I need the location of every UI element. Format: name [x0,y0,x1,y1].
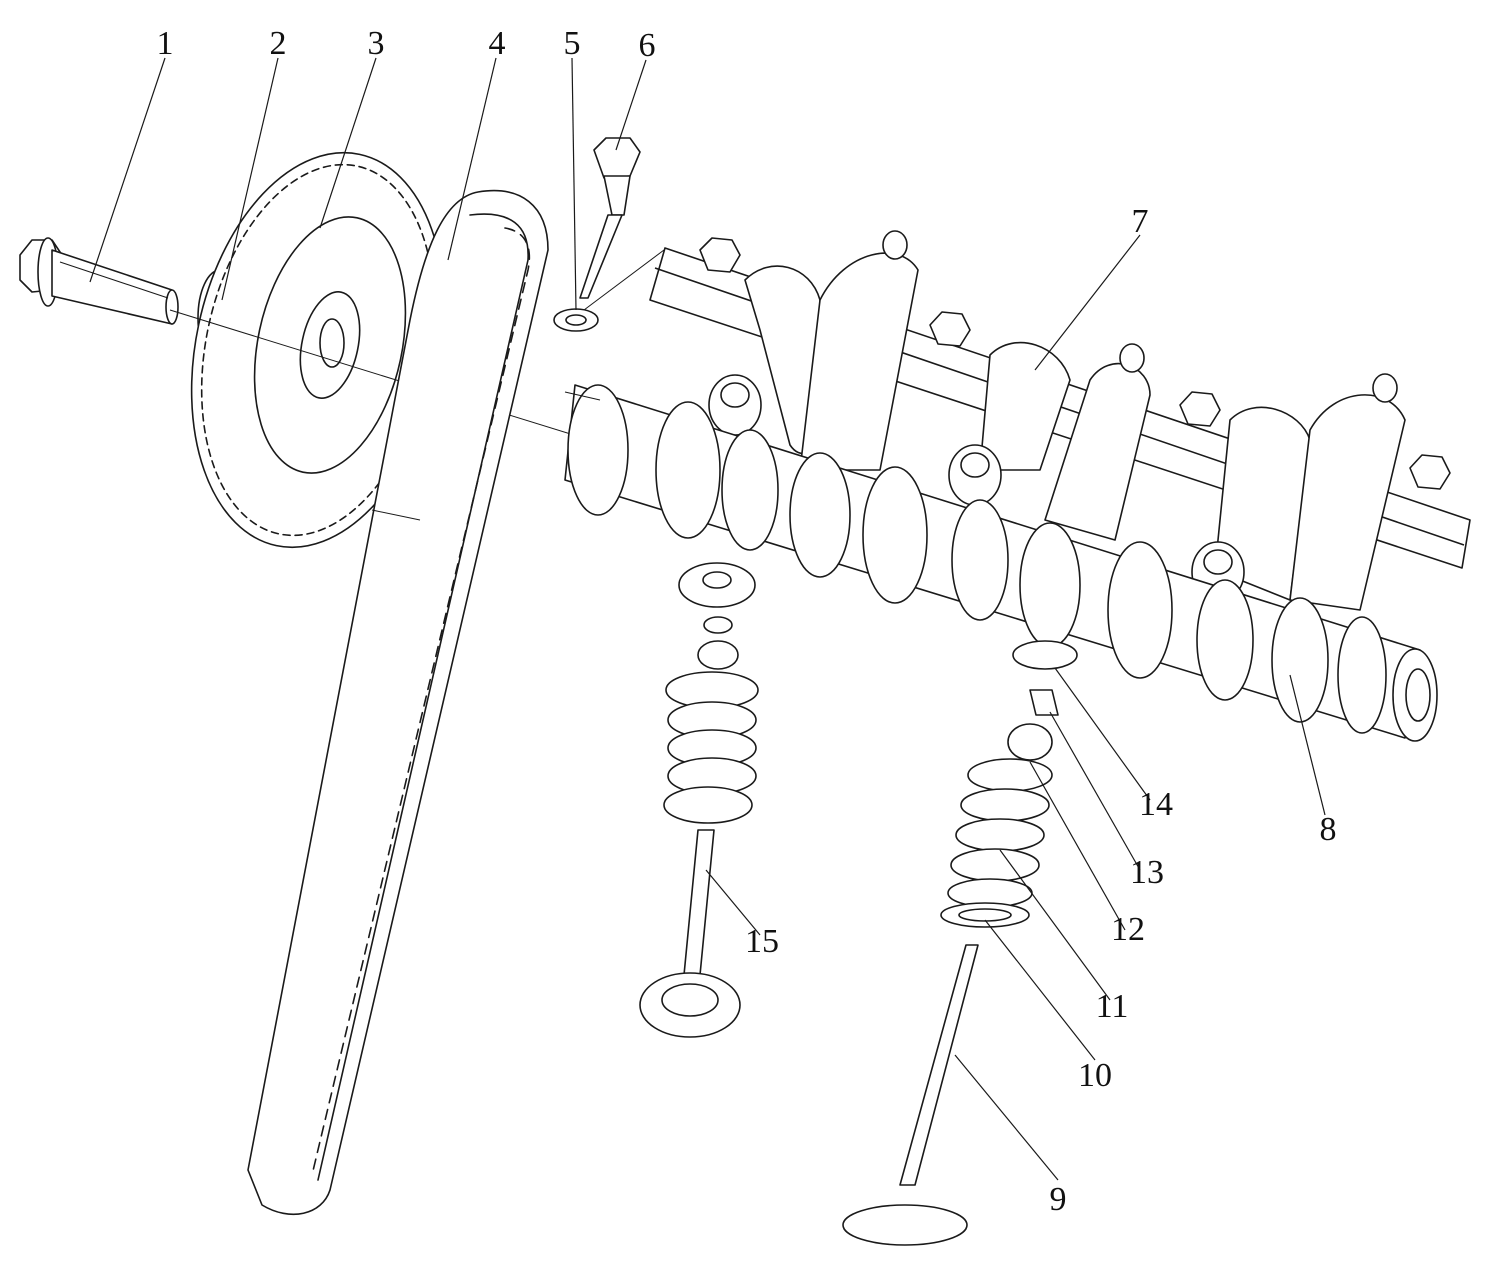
rocker-shaft-assembly [649,230,1471,611]
callout-7: 7 [1132,203,1149,240]
part-15-valve-assembly [639,562,759,1038]
part-12-seal [1007,723,1053,761]
callout-15: 15 [745,923,779,960]
callout-1: 1 [157,25,174,62]
part-14-retainer [1012,640,1078,670]
callout-13: 13 [1130,854,1164,891]
callout-4: 4 [489,25,506,62]
callout-12: 12 [1111,911,1145,948]
part-5-seal-washer [553,308,599,332]
callout-8: 8 [1320,811,1337,848]
part-6-stud-bolt [579,137,665,311]
part-8-camshaft [564,384,1438,742]
part-10-spring-seat [940,902,1030,928]
callout-14: 14 [1139,786,1173,823]
callout-6: 6 [639,27,656,64]
leader-lines [89,57,1326,1181]
callout-labels: 1 2 3 4 5 6 7 8 9 10 11 12 13 14 15 [157,25,1337,1218]
part-9-valve-stem [899,944,979,1186]
part-13-keeper [1029,689,1059,716]
valve-assembly-right [842,640,1078,1246]
callout-10: 10 [1078,1057,1112,1094]
callout-5: 5 [564,25,581,62]
part-4-timing-belt [247,189,549,1216]
part-3-cam-sprocket [190,151,446,549]
axis-line [169,309,591,441]
callout-3: 3 [368,25,385,62]
callout-11: 11 [1096,988,1129,1025]
callout-2: 2 [270,25,287,62]
callout-9: 9 [1050,1181,1067,1218]
part-1-bolt [19,237,179,325]
